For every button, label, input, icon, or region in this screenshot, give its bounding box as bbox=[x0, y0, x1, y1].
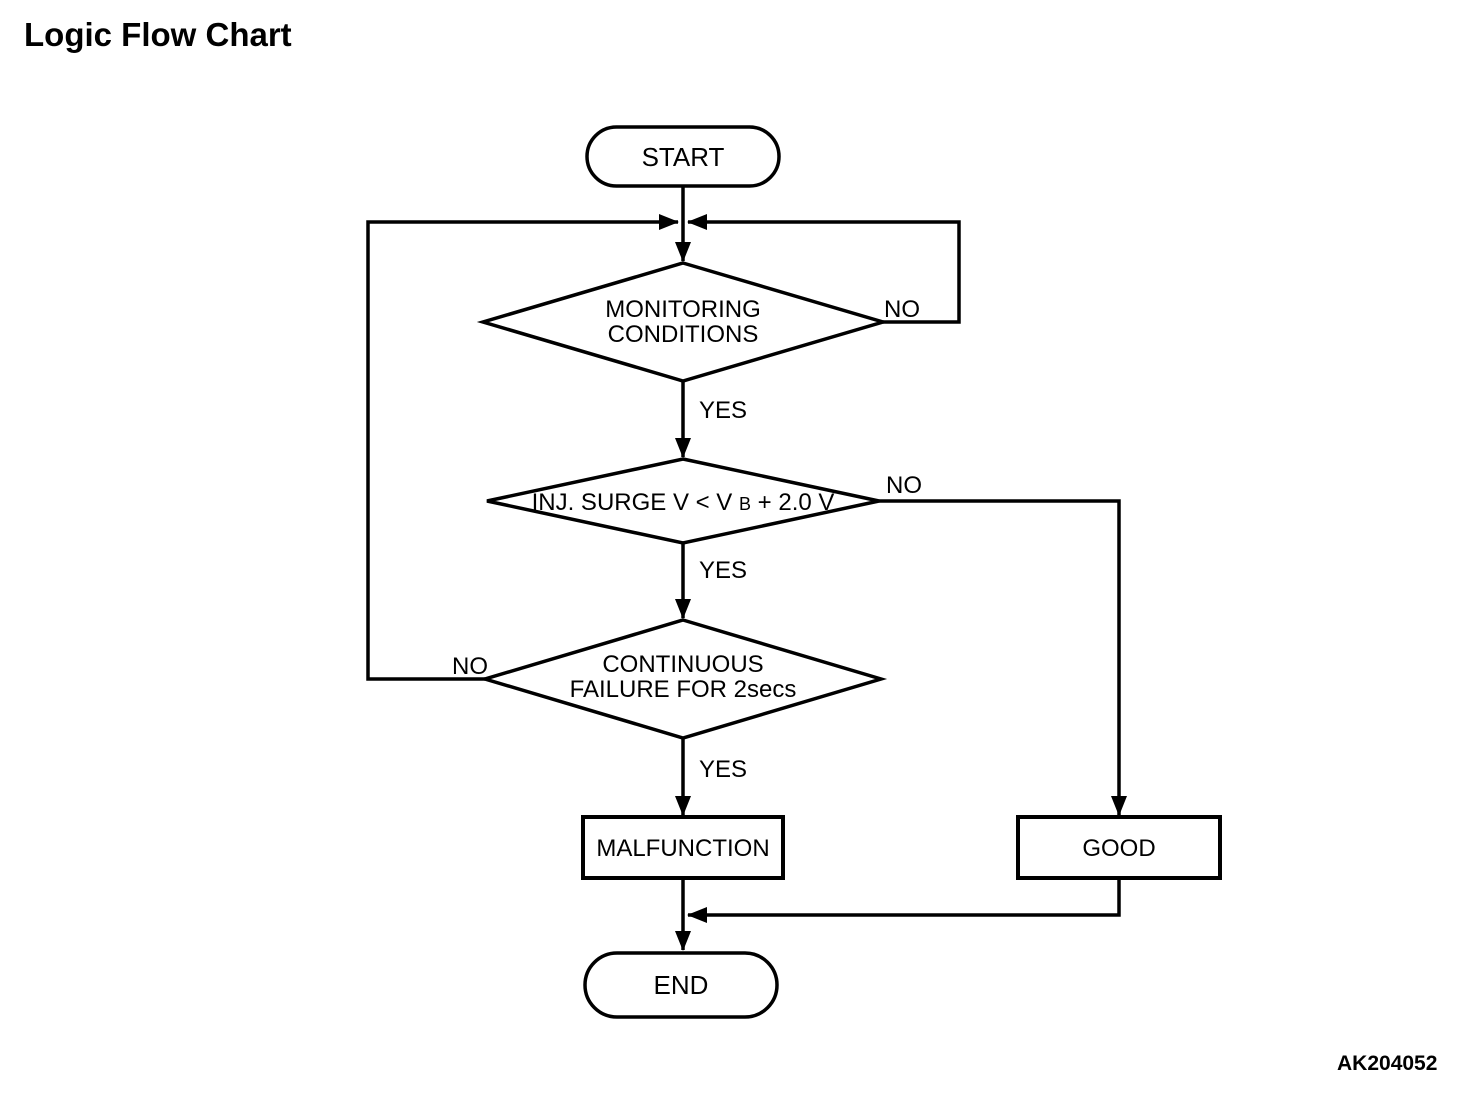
start-label: START bbox=[642, 142, 725, 172]
decision-monitoring-label-line1: MONITORING bbox=[605, 296, 761, 323]
surge-label-subscript: B bbox=[739, 494, 751, 514]
start-node bbox=[585, 125, 781, 188]
surge-yes-label: YES bbox=[699, 557, 747, 584]
decision-continuous-label-line2: FAILURE FOR 2secs bbox=[570, 676, 797, 703]
connector-good-to-merge bbox=[687, 878, 1121, 923]
decision-inj-surge-label: INJ. SURGE V < V B + 2.0 V bbox=[532, 489, 835, 516]
connector-surge-no-to-good bbox=[879, 499, 1127, 816]
end-node bbox=[583, 951, 779, 1019]
decision-continuous-failure bbox=[478, 618, 888, 740]
surge-label-after-sub: + 2.0 V bbox=[758, 489, 835, 516]
surge-label-before-sub: INJ. SURGE V < V bbox=[532, 489, 733, 516]
connector-monitoring-no-loop bbox=[687, 214, 961, 324]
decision-monitoring-label-line2: CONDITIONS bbox=[608, 321, 759, 348]
continuous-no-label: NO bbox=[452, 653, 488, 680]
monitoring-yes-label: YES bbox=[699, 397, 747, 424]
monitoring-no-label: NO bbox=[884, 296, 920, 323]
decision-inj-surge bbox=[486, 457, 880, 545]
decision-monitoring-conditions bbox=[476, 261, 890, 383]
continuous-yes-label: YES bbox=[699, 756, 747, 783]
decision-continuous-label-line1: CONTINUOUS bbox=[602, 651, 763, 678]
good-node bbox=[1016, 815, 1222, 880]
connector-continuous-no-loop bbox=[366, 214, 679, 681]
malfunction-node bbox=[581, 815, 785, 880]
good-label: GOOD bbox=[1082, 835, 1155, 862]
malfunction-label: MALFUNCTION bbox=[596, 835, 769, 862]
figure-code: AK204052 bbox=[1337, 1052, 1438, 1075]
end-label: END bbox=[654, 970, 709, 1000]
page-title: Logic Flow Chart bbox=[24, 16, 292, 53]
surge-no-label: NO bbox=[886, 472, 922, 499]
